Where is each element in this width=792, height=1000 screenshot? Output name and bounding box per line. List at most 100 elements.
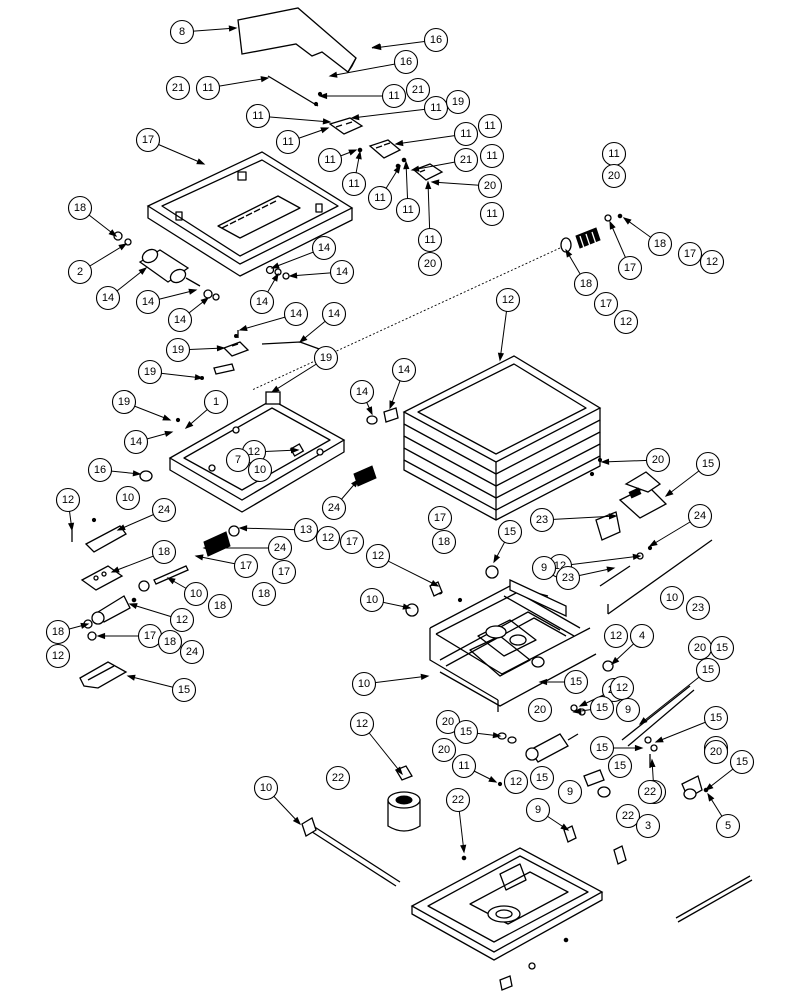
callout-bubble: 24 [267,535,293,561]
callout-number: 11 [324,154,335,166]
callout-bubble: 18 [151,539,177,565]
leader-arrowhead [425,180,432,190]
callout-number: 20 [442,716,454,728]
callout-number: 11 [388,90,399,102]
callout-bubble: 14 [95,285,121,311]
callout-number: 23 [536,514,548,526]
callout-bubble: 15 [453,719,479,745]
canister-part [387,581,443,832]
callout-number: 12 [62,494,74,506]
callout-bubble: 14 [391,357,417,383]
callout-number: 22 [622,810,634,822]
leader-arrowhead [394,139,404,147]
leader-arrowhead [196,158,206,165]
callout-number: 19 [452,96,464,108]
callout-bubble: 11 [479,201,505,227]
leader-arrowhead [228,25,238,32]
leader-arrowhead [216,345,226,352]
callout-bubble: 17 [137,623,163,649]
leader-arrowhead [202,544,212,552]
callout-number: 17 [624,262,636,274]
leader-arrowhead [126,674,136,681]
callout-number: 15 [504,526,516,538]
bushing-part [139,407,399,482]
callout-bubble: 24 [321,495,347,521]
leader-arrowhead [497,352,505,362]
callout-number: 20 [608,170,620,182]
spring-part [560,213,623,253]
callout-bubble: 23 [529,507,555,533]
callout-bubble: 20 [477,173,503,199]
roller-part [113,231,290,301]
callout-number: 21 [172,82,184,94]
leader-arrowhead [67,522,75,532]
leader-arrowhead [420,673,430,680]
callout-bubble: 15 [589,735,615,761]
callout-bubble: 15 [171,677,197,703]
callout-number: 24 [274,542,286,554]
leader-arrowhead [238,525,248,532]
callout-number: 10 [190,588,202,600]
callout-bubble: 11 [477,113,503,139]
callout-bubble: 20 [687,635,713,661]
callout-bubble: 23 [685,595,711,621]
callout-number: 24 [158,504,170,516]
callout-bubble: 13 [293,517,319,543]
leader-arrowhead [493,554,501,564]
callout-bubble: 14 [321,301,347,327]
callout-bubble: 2 [67,259,93,285]
latch-part [200,330,323,380]
leader-arrowhead [366,406,373,416]
leader-arrowhead [128,603,138,610]
leader-arrowhead [162,414,172,421]
leader-arrowhead [188,288,198,295]
long-rod-part [301,817,401,887]
callout-number: 11 [348,178,359,190]
callout-number: 14 [336,266,348,278]
callout-number: 15 [710,712,722,724]
callout-number: 11 [458,760,469,772]
leader-arrowhead [606,566,616,573]
callout-bubble: 11 [453,121,479,147]
callout-number: 17 [142,134,154,146]
callout-number: 11 [486,150,497,162]
callout-number: 18 [654,238,666,250]
callout-number: 9 [535,804,541,816]
leader-line [351,107,437,119]
callout-number: 12 [620,316,632,328]
leader-arrowhead [270,385,280,393]
callout-bubble: 12 [503,769,529,795]
callout-bubble: 11 [479,143,505,169]
callout-bubble: 12 [609,675,635,701]
callout-number: 17 [240,560,252,572]
callout-number: 21 [460,154,472,166]
callout-bubble: 7 [225,447,251,473]
callout-bubble: 18 [67,195,93,221]
callout-number: 12 [248,446,260,458]
callout-bubble: 14 [311,235,337,261]
callout-number: 11 [252,110,263,122]
callout-bubble: 15 [607,753,633,779]
leader-arrowhead [288,272,298,279]
callout-number: 15 [178,684,190,696]
callout-number: 10 [260,782,272,794]
callout-bubble: 8 [169,19,195,45]
callout-bubble: 14 [135,289,161,315]
leader-arrowhead [260,76,270,83]
leader-arrowhead [166,577,176,585]
callout-bubble: 14 [283,301,309,327]
callout-number: 15 [702,664,714,676]
callout-number: 10 [666,592,678,604]
callout-number: 20 [652,454,664,466]
leader-line [559,555,641,567]
leader-arrowhead [410,165,420,172]
callout-number: 15 [536,772,548,784]
rod-part [267,75,319,107]
callout-bubble: 18 [157,629,183,655]
callout-number: 15 [570,676,582,688]
leader-arrowhead [488,776,498,783]
callout-bubble: 17 [677,241,703,267]
callout-bubble: 20 [601,163,627,189]
